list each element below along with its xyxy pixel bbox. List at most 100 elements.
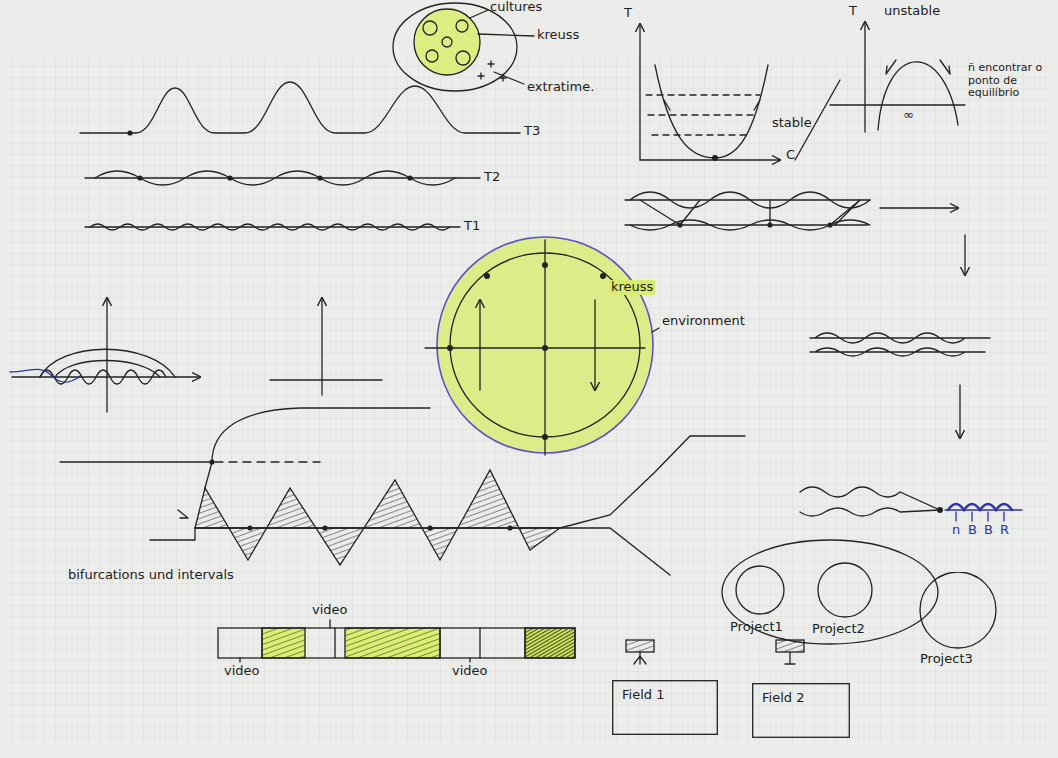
- sketch-lines-part: [240, 620, 470, 662]
- sketch-lines-part: [785, 652, 795, 664]
- sketch-dots-part: [600, 273, 606, 279]
- project-circle-outline: [728, 563, 800, 647]
- sketch-dots-part: [209, 459, 214, 464]
- sketch-lines-part: [525, 628, 575, 658]
- sketch-lines-part: [426, 50, 438, 62]
- sketch-lines-part: [456, 51, 470, 65]
- sketch-dots-part: [677, 222, 682, 227]
- wave-letter: B: [968, 523, 977, 538]
- sketch-lines-part: [60, 408, 430, 462]
- sketch-dots-part: [712, 155, 718, 161]
- sketch-lines-part: [800, 487, 940, 510]
- wave-letter: n: [952, 523, 960, 538]
- text-holder: Field 2: [762, 691, 804, 706]
- sketch-lines-part: [964, 235, 965, 275]
- sketch-lines-part: [85, 177, 480, 178]
- axis-label: T1: [464, 219, 480, 234]
- sketch-lines-part: [494, 72, 524, 84]
- axis-label: T3: [524, 124, 540, 139]
- node-text: Field 1: [622, 688, 664, 703]
- sketch-lines: [10, 3, 1022, 664]
- sketch-lines-part: [414, 9, 480, 75]
- sketch-dots-part: [447, 345, 453, 351]
- project-circle: Project1: [728, 563, 800, 647]
- sketch-lines-part: [10, 369, 80, 382]
- sketch-dots-part: [317, 175, 322, 180]
- node-text: Project1: [730, 620, 783, 635]
- text-holder: Project3: [920, 652, 973, 667]
- sketch-lines-part: [864, 22, 865, 132]
- sketch-lines-part: [218, 628, 575, 658]
- leader-note: cultures: [490, 0, 542, 15]
- sketch-lines-part: [880, 207, 958, 208]
- text-holder: Project1: [730, 620, 783, 635]
- sketch-lines-part: [55, 361, 160, 378]
- sketch-lines-part: [560, 436, 745, 528]
- sketch-lines-part: [640, 24, 780, 160]
- sketch-dots-part: [227, 175, 232, 180]
- symbol-label: ∞: [903, 108, 914, 123]
- axis-label: C: [786, 148, 795, 163]
- axis-label: T2: [484, 170, 500, 185]
- sketch-lines-part: [830, 104, 965, 105]
- sketch-lines-part: [262, 628, 305, 658]
- sketch-lines-part: [195, 470, 560, 565]
- sketch-lines-part: [423, 21, 437, 35]
- sketch-lines-part: [215, 461, 320, 462]
- sketch-lines-part: [959, 385, 960, 438]
- sketch-dots-part: [542, 262, 548, 268]
- sketch-lines-part: [878, 62, 958, 130]
- field-box: Field 1: [612, 680, 718, 735]
- margin-note: ñ encontrar o ponto de equilíbrio: [968, 62, 1052, 100]
- sketch-lines-part: [655, 65, 768, 158]
- project-circle: Project3: [918, 572, 1010, 672]
- segment-label: video: [452, 664, 488, 679]
- sketch-lines-part: [800, 508, 940, 516]
- sketch-lines-part: [178, 510, 188, 518]
- leader-note: extratime.: [527, 80, 594, 95]
- sketch-lines-part: [525, 628, 575, 658]
- box-outline: [753, 684, 850, 738]
- sketch-lines-part: [625, 200, 870, 225]
- graph-paper-part: [8, 58, 1050, 748]
- sketch-lines-part: [776, 640, 804, 652]
- sketch-lines-part: [948, 504, 1012, 510]
- sketch-lines-part: [106, 298, 107, 412]
- leader-note: kreuss: [537, 28, 579, 43]
- curve-note: unstable: [884, 4, 940, 19]
- sketch-dots: [127, 130, 943, 530]
- sketch-dots-part: [137, 175, 142, 180]
- sketch-lines-part: [40, 349, 175, 377]
- sketch-dots-part: [507, 525, 512, 530]
- sketch-dots-part: [827, 222, 832, 227]
- sketch-lines-part: [634, 652, 646, 664]
- sketch-lines-part: [442, 37, 452, 47]
- sketch-dots-part: [542, 345, 548, 351]
- region-label: kreuss: [609, 280, 655, 295]
- segment-label: video: [312, 603, 348, 618]
- sketch-lines-part: [456, 20, 468, 32]
- node-text: Project3: [920, 652, 973, 667]
- segment-label: video: [224, 664, 260, 679]
- circle-outline: [736, 566, 784, 614]
- sketch-lines-part: [393, 3, 517, 91]
- sketch-lines-part: [652, 328, 659, 332]
- sketch-dots-part: [767, 222, 772, 227]
- box-outline: [613, 681, 718, 735]
- region-label: environment: [662, 314, 745, 329]
- sketch-dots-part: [407, 175, 412, 180]
- sketch-lines-part: [956, 512, 1004, 521]
- axis-label: T: [624, 6, 632, 21]
- node-text: Project2: [812, 622, 865, 637]
- sketch-caption: bifurcations und intervals: [68, 568, 234, 583]
- sketch-dots-part: [542, 434, 548, 440]
- sketch-lines-part: [262, 628, 525, 658]
- sketch-dots-part: [247, 525, 252, 530]
- text-holder: Field 1: [622, 688, 664, 703]
- node-text: Field 2: [762, 691, 804, 706]
- sketch-lines-part: [664, 100, 760, 110]
- sketch-lines-part: [425, 240, 645, 455]
- sketch-lines-part: [478, 61, 506, 81]
